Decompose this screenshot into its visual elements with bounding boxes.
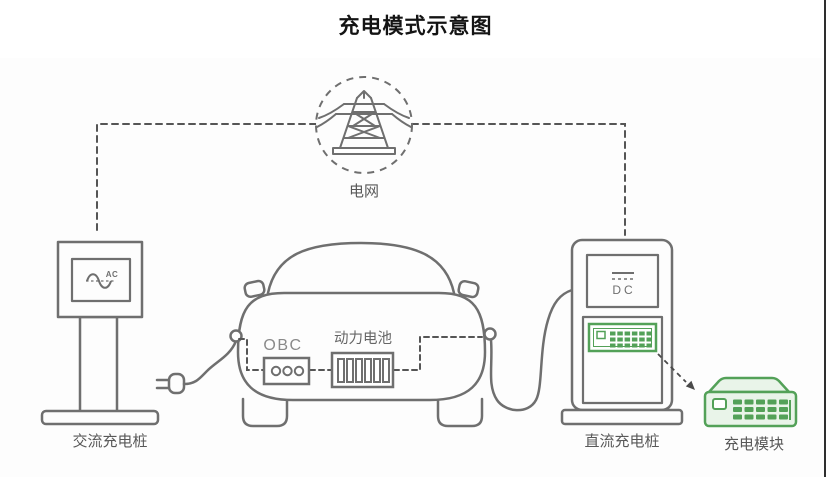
ac-pile-label: 交流充电桩 [72, 432, 147, 450]
battery-unit [330, 351, 395, 389]
dc-symbol-icon [612, 272, 634, 280]
car-mirror-left [243, 279, 266, 299]
car-wheel-left [241, 397, 289, 428]
page-title: 充电模式示意图 [338, 14, 493, 38]
dc-cable [489, 288, 574, 412]
transmission-tower-icon [316, 90, 412, 155]
charging-module-top [707, 376, 791, 394]
page-right-border [824, 0, 826, 477]
ac-charging-pile: AC [40, 240, 160, 426]
ac-pile-base [40, 409, 160, 426]
charging-module-grid [733, 399, 788, 420]
dc-pile-screen [585, 253, 660, 309]
car-mirror-right [457, 279, 480, 299]
ac-sine-icon [86, 273, 116, 289]
grid-to-dc-connector [411, 123, 626, 236]
car-port-right [483, 327, 497, 341]
dc-pile-panel [581, 315, 664, 405]
charging-module [703, 376, 798, 428]
battery-label: 动力电池 [334, 330, 392, 347]
ac-pile-screen [70, 257, 132, 303]
charging-module-label: 充电模块 [724, 436, 784, 453]
car-wheel-right [436, 397, 484, 428]
ac-cable [182, 339, 238, 386]
plug-icon [155, 339, 238, 395]
car-internal-wiring [238, 336, 483, 371]
power-grid: 电网 [315, 76, 413, 200]
dc-pile-label: 直流充电桩 [584, 433, 659, 450]
car-roof [266, 241, 456, 295]
grid-label: 电网 [349, 183, 379, 200]
obc-unit [262, 356, 311, 386]
dc-pile-module [587, 322, 658, 353]
ac-screen-text: AC [106, 270, 119, 279]
dc-screen-text: DC [612, 283, 635, 297]
ac-pile-pillar [78, 315, 119, 414]
battery-cells [337, 358, 390, 383]
dc-pile-base [560, 408, 684, 426]
grid-to-ac-connector [96, 123, 317, 234]
obc-label: OBC [263, 337, 302, 354]
dc-module-grid [610, 331, 652, 348]
module-zoom-arrow [657, 353, 695, 390]
